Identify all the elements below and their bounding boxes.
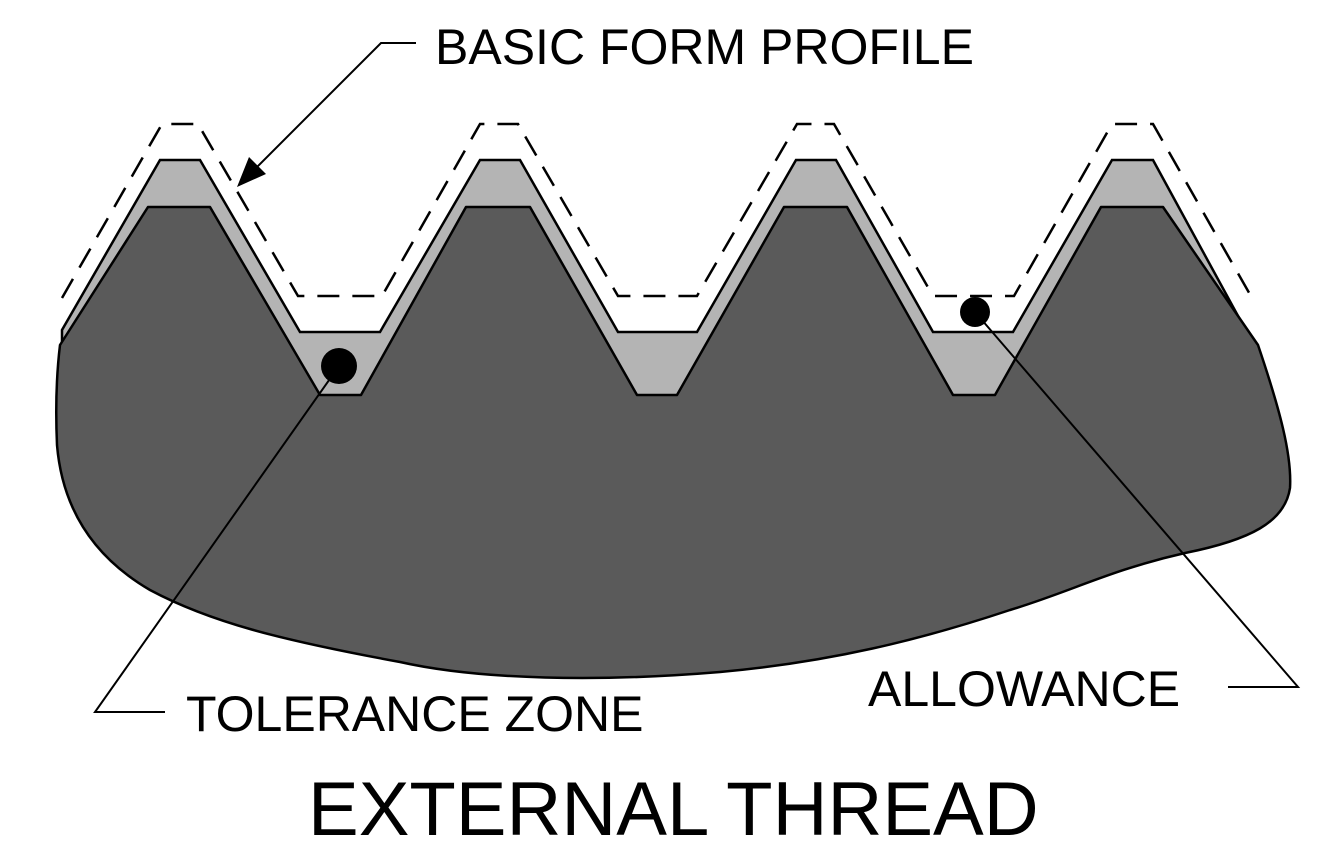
diagram-title: EXTERNAL THREAD [308,767,1039,852]
basic-form-profile-label: BASIC FORM PROFILE [435,19,974,75]
allowance-leader [974,311,1301,688]
basic-form-profile-line [60,122,1254,299]
basic-form-profile-arrowhead [237,157,266,187]
allowance-label: ALLOWANCE [868,661,1181,717]
basic-form-profile-leader [253,42,416,171]
thread-body [54,205,1292,680]
tolerance-zone-leader [93,365,340,713]
tolerance-zone-label: TOLERANCE ZONE [186,686,644,742]
